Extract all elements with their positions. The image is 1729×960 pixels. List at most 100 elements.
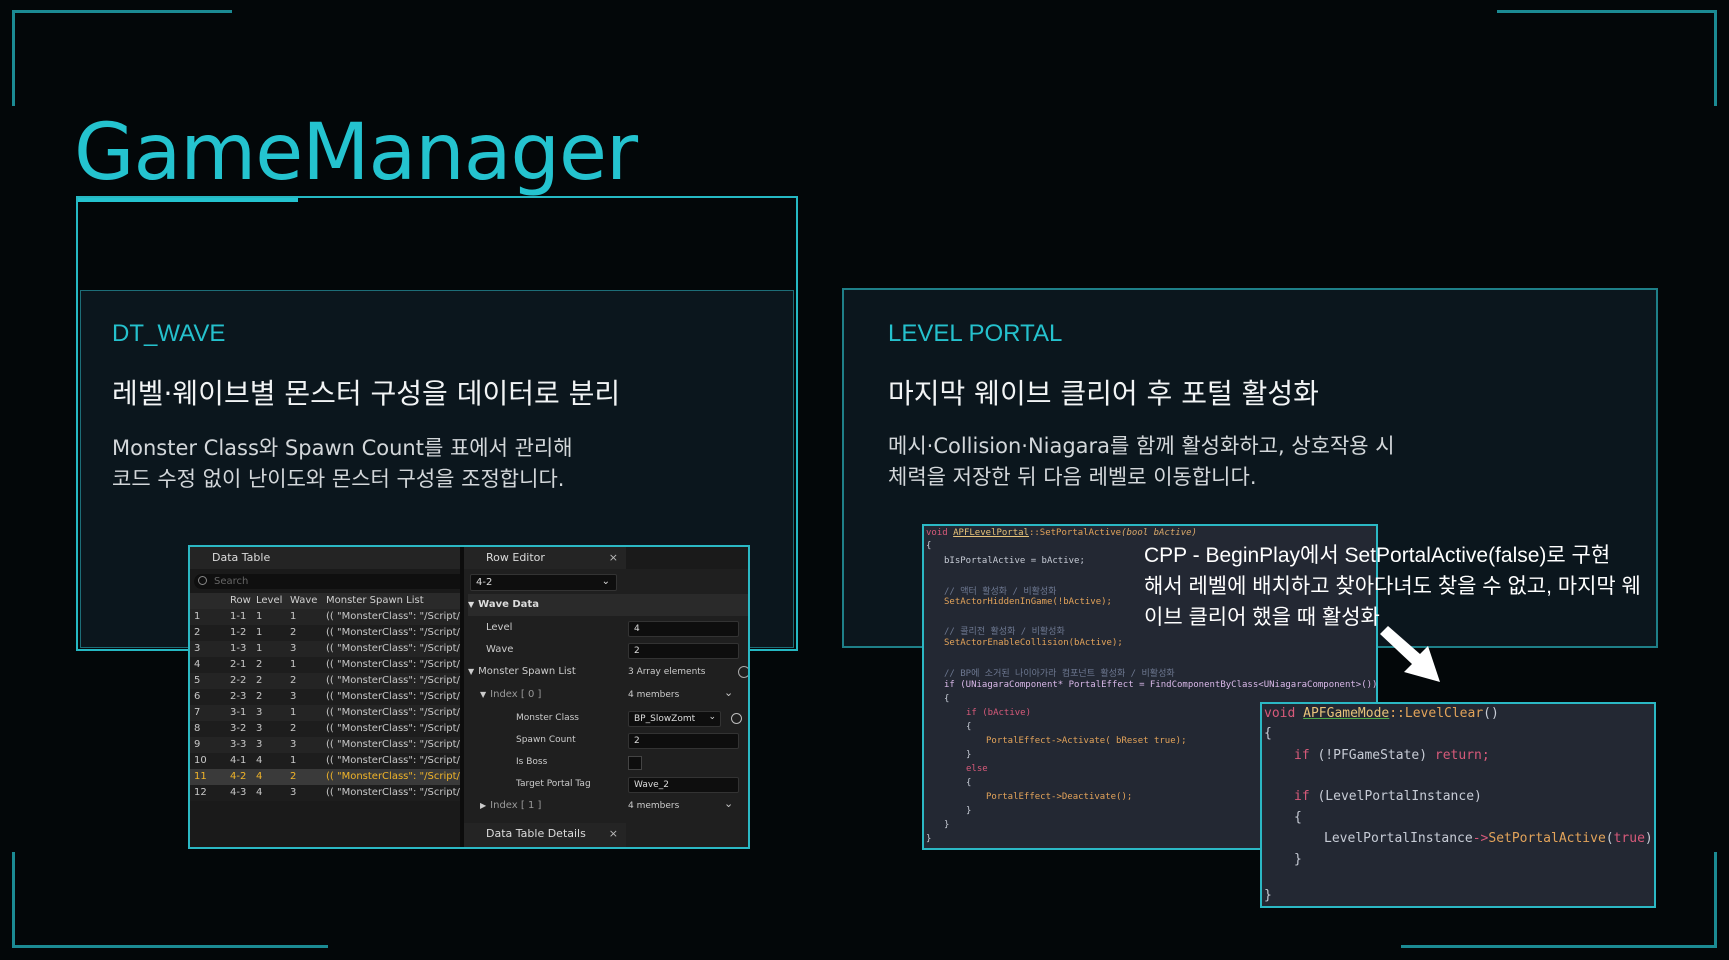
code-line: { <box>944 694 950 704</box>
table-cell-n: 9 <box>194 739 201 750</box>
row-select-value: 4-2 <box>476 577 493 588</box>
right-card-label: LEVEL PORTAL <box>888 320 1063 347</box>
monster-class-dropdown[interactable]: BP_SlowZomt ⌄ <box>628 711 721 727</box>
wave-label: Wave <box>486 644 514 655</box>
table-cell-level: 4 <box>256 787 263 798</box>
search-icon <box>198 576 207 585</box>
code-line: { <box>1264 726 1272 741</box>
tab-data-table[interactable]: Data Table × <box>190 547 482 569</box>
table-cell-wave: 3 <box>290 739 297 750</box>
browse-icon[interactable] <box>731 713 742 724</box>
code-comment: // BP에 소거된 나이아가라 컴포넌트 활성화 / 비활성화 <box>944 669 1175 679</box>
level-field[interactable]: 4 <box>628 621 739 637</box>
index0-members: 4 members <box>628 690 680 700</box>
left-card-desc-line1: Monster Class와 Spawn Count를 표에서 관리해 <box>112 436 573 460</box>
table-cell-list: (( "MonsterClass": "/Script/E <box>326 771 460 782</box>
table-cell-wave: 1 <box>290 659 297 670</box>
table-cell-n: 5 <box>194 675 201 686</box>
code-line: else <box>966 764 988 774</box>
page-title: GameManager <box>74 108 638 198</box>
row-select-dropdown[interactable]: 4-2 ⌄ <box>470 574 617 591</box>
level-label: Level <box>486 622 513 633</box>
target-tag-field[interactable]: Wave_2 <box>628 777 739 793</box>
corner-line-top-left-v <box>12 10 15 106</box>
code-gamemode-screenshot: void APFGameMode::LevelClear() { if (!PF… <box>1260 702 1656 908</box>
table-cell-level: 2 <box>256 659 263 670</box>
table-cell-wave: 3 <box>290 787 297 798</box>
corner-line-top-right-v <box>1714 10 1717 106</box>
table-cell-level: 2 <box>256 675 263 686</box>
code-line: } <box>966 806 972 816</box>
spawn-count-field[interactable]: 2 <box>628 733 739 749</box>
table-cell-n: 1 <box>194 611 201 622</box>
corner-line-top-right-h <box>1497 10 1717 13</box>
search-input[interactable]: Search <box>194 574 480 589</box>
code-line: void APFLevelPortal::SetPortalActive(boo… <box>926 528 1197 538</box>
monster-class-label: Monster Class <box>516 713 579 723</box>
table-cell-n: 3 <box>194 643 201 654</box>
close-icon[interactable]: × <box>608 827 618 840</box>
spawn-list-count: 3 Array elements <box>628 667 706 677</box>
table-cell-n: 11 <box>194 771 207 782</box>
tab-data-table-details[interactable]: Data Table Details × <box>464 823 626 847</box>
tab-row-editor[interactable]: Row Editor × <box>464 547 626 569</box>
table-cell-wave: 3 <box>290 691 297 702</box>
tab-row-editor-label: Row Editor <box>486 551 545 564</box>
close-icon[interactable]: × <box>608 551 618 564</box>
add-element-icon[interactable] <box>738 666 748 678</box>
table-cell-wave: 2 <box>290 771 297 782</box>
chevron-down-icon: ⌄ <box>708 712 716 722</box>
is-boss-checkbox[interactable] <box>628 756 642 770</box>
table-cell-level: 2 <box>256 691 263 702</box>
table-cell-row: 2-1 <box>230 659 247 670</box>
code-line: LevelPortalInstance->SetPortalActive(tru… <box>1324 831 1654 846</box>
chevron-down-icon: ▼ <box>468 600 475 609</box>
code-line: { <box>966 722 972 732</box>
index0-row[interactable]: ▼Index [ 0 ] <box>480 684 748 706</box>
wave-field[interactable]: 2 <box>628 643 739 659</box>
callout-line1: CPP - BeginPlay에서 SetPortalActive(false)… <box>1144 544 1611 567</box>
table-cell-row: 4-1 <box>230 755 247 766</box>
table-cell-wave: 2 <box>290 723 297 734</box>
table-cell-n: 2 <box>194 627 201 638</box>
table-cell-wave: 2 <box>290 675 297 686</box>
chevron-down-icon: ▼ <box>468 667 475 676</box>
pane-splitter[interactable] <box>460 547 464 847</box>
chevron-right-icon: ▶ <box>480 801 487 810</box>
table-cell-wave: 1 <box>290 611 297 622</box>
index1-members: 4 members <box>628 801 680 811</box>
code-line: if (!PFGameState) return; <box>1294 748 1490 763</box>
table-cell-wave: 3 <box>290 643 297 654</box>
title-underline <box>76 198 298 202</box>
spawn-list-label: Monster Spawn List <box>478 666 576 677</box>
wave-data-section[interactable]: ▼Wave Data <box>468 594 748 616</box>
code-line: { <box>966 778 972 788</box>
spawn-list-row[interactable]: ▼Monster Spawn List <box>468 661 748 683</box>
col-level-header: Level <box>256 595 283 606</box>
chevron-down-icon[interactable]: ⌄ <box>724 797 734 810</box>
right-card-desc-line1: 메시·Collision·Niagara를 함께 활성화하고, 상호작용 시 <box>888 434 1395 458</box>
callout-line3: 이브 클리어 했을 때 활성화 <box>1144 606 1380 629</box>
table-cell-n: 8 <box>194 723 201 734</box>
details-tab-label: Data Table Details <box>486 827 586 840</box>
table-cell-list: (( "MonsterClass": "/Script/E <box>326 659 460 670</box>
col-wave-header: Wave <box>290 595 318 606</box>
table-cell-level: 1 <box>256 611 263 622</box>
index1-row[interactable]: ▶Index [ 1 ] <box>480 795 748 817</box>
table-cell-level: 3 <box>256 707 263 718</box>
chevron-down-icon[interactable]: ⌄ <box>724 686 734 699</box>
corner-line-top-left-h <box>12 10 232 13</box>
code-line: { <box>1294 810 1302 825</box>
